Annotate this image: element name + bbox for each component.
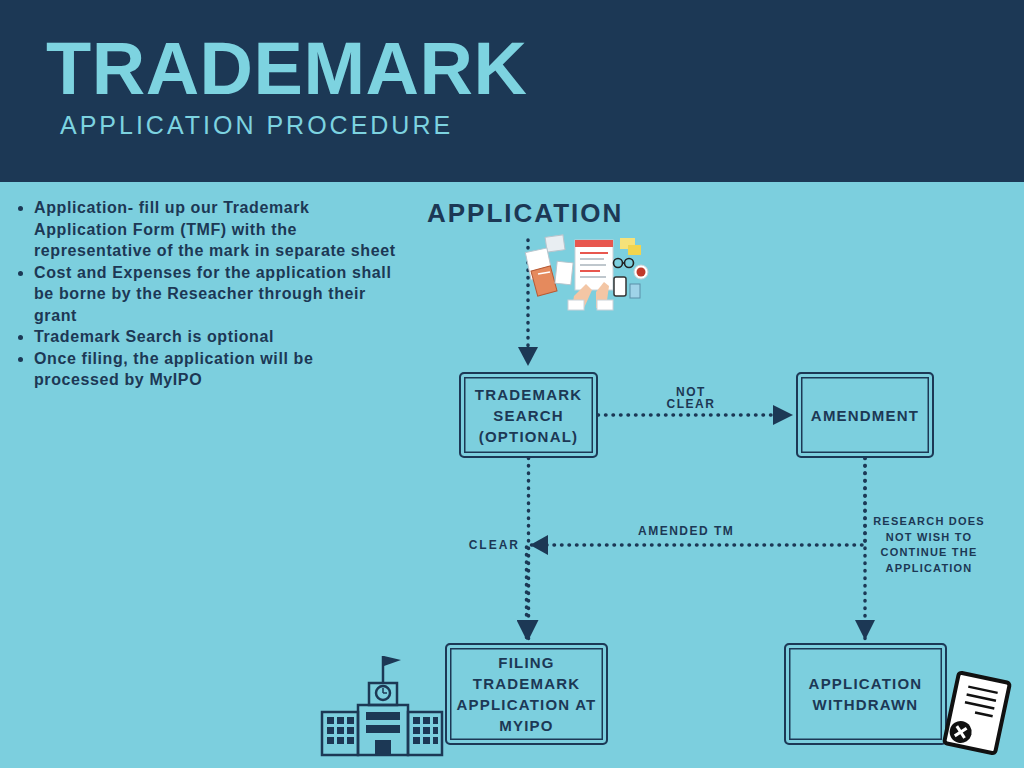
desk-illustration	[580, 252, 608, 254]
process-box: APPLICATION WITHDRAWN	[784, 643, 947, 745]
desk-illustration	[525, 235, 648, 310]
rejected-document-icon	[965, 702, 994, 708]
building-icon	[423, 717, 430, 724]
rejected-document-icon	[944, 672, 1010, 753]
desk-illustration	[628, 245, 641, 255]
desk-illustration	[620, 238, 635, 249]
desk-illustration	[525, 248, 552, 280]
building-icon	[337, 737, 344, 744]
edge-label: CLEAR	[460, 539, 520, 551]
desk-illustration	[580, 258, 604, 260]
building-icon	[347, 727, 354, 734]
building-icon	[369, 683, 397, 705]
box-text: FILING TRADEMARK APPLICATION AT MYIPO	[450, 652, 603, 736]
section-heading: APPLICATION	[427, 200, 623, 226]
box-text: TRADEMARK SEARCH (OPTIONAL)	[464, 384, 593, 447]
desk-illustration	[625, 259, 634, 268]
building-icon	[366, 712, 400, 720]
flow-connector	[863, 458, 867, 640]
desk-illustration	[575, 240, 613, 290]
page-title: TRADEMARK	[46, 32, 527, 106]
building-icon	[347, 717, 354, 724]
rejected-document-icon	[968, 687, 997, 693]
bullet-list: Application- fill up our Trademark Appli…	[16, 197, 399, 391]
subtitle: APPLICATION PROCEDURE	[60, 113, 453, 138]
bullet-text: Cost and Expenses for the application sh…	[34, 262, 399, 327]
building-icon	[327, 712, 438, 755]
desk-illustration	[538, 272, 550, 274]
building-icon	[384, 656, 401, 666]
building-icon	[337, 727, 344, 734]
desk-illustration	[630, 284, 640, 298]
box-text: APPLICATION WITHDRAWN	[789, 673, 942, 715]
bullet-text: Trademark Search is optional	[34, 326, 399, 348]
desk-illustration	[555, 261, 573, 285]
building-icon	[347, 737, 354, 744]
building-icon	[358, 705, 408, 755]
rejected-document-icon	[967, 694, 996, 700]
building-icon	[382, 656, 385, 683]
building-icon	[327, 737, 334, 744]
building-icon	[413, 717, 420, 724]
bullet-text: Once filing, the application will be pro…	[34, 348, 399, 391]
edge-label: AMENDED TM	[638, 525, 734, 537]
process-box: AMENDMENT	[796, 372, 934, 458]
process-box: FILING TRADEMARK APPLICATION AT MYIPO	[445, 643, 608, 745]
building-icon	[433, 717, 438, 724]
start-arrow	[518, 347, 538, 366]
edge-label: RESEARCH DOES NOT WISH TO CONTINUE THE A…	[869, 514, 989, 576]
building-icon	[433, 737, 438, 744]
desk-illustration	[568, 300, 584, 310]
process-box: TRADEMARK SEARCH (OPTIONAL)	[459, 372, 598, 458]
start-arrow	[518, 240, 538, 366]
building-icon	[423, 727, 430, 734]
desk-illustration	[580, 264, 606, 266]
building-icon	[408, 712, 442, 755]
building-icon	[366, 725, 400, 733]
flow-connector	[527, 458, 531, 640]
desk-illustration	[614, 277, 626, 296]
building-icon	[423, 737, 430, 744]
building-icon	[322, 656, 442, 755]
desk-illustration	[545, 235, 565, 252]
building-icon	[382, 688, 384, 693]
building-icon	[376, 686, 390, 700]
desk-illustration	[637, 268, 646, 277]
box-text: AMENDMENT	[811, 405, 919, 426]
desk-illustration	[531, 266, 557, 296]
desk-illustration	[597, 300, 613, 310]
building-icon	[383, 692, 387, 694]
desk-illustration	[634, 265, 648, 279]
building-icon	[322, 712, 358, 755]
building-icon	[433, 727, 438, 734]
flow-connector	[527, 458, 866, 640]
desk-illustration	[572, 284, 592, 308]
building-icon	[413, 727, 420, 734]
building-icon	[327, 717, 334, 724]
rejected-document-icon	[955, 726, 967, 738]
building-icon	[375, 740, 391, 755]
edge-label: NOT CLEAR	[660, 386, 722, 410]
desk-illustration	[614, 259, 623, 268]
flow-connector	[598, 413, 793, 417]
rejected-document-icon	[955, 726, 967, 738]
bullet-text: Application- fill up our Trademark Appli…	[34, 197, 399, 262]
building-icon	[327, 727, 334, 734]
rejected-document-icon	[948, 719, 974, 745]
rejected-document-icon	[944, 672, 1010, 753]
desk-illustration	[580, 276, 606, 278]
rejected-document-icon	[975, 713, 993, 717]
desk-illustration	[575, 240, 613, 247]
desk-illustration	[596, 282, 609, 308]
merge-arrow-head	[530, 535, 548, 555]
building-icon	[337, 717, 344, 724]
building-icon	[413, 737, 420, 744]
desk-illustration	[580, 270, 600, 272]
start-arrow	[526, 240, 530, 348]
desk-illustration	[623, 262, 625, 264]
